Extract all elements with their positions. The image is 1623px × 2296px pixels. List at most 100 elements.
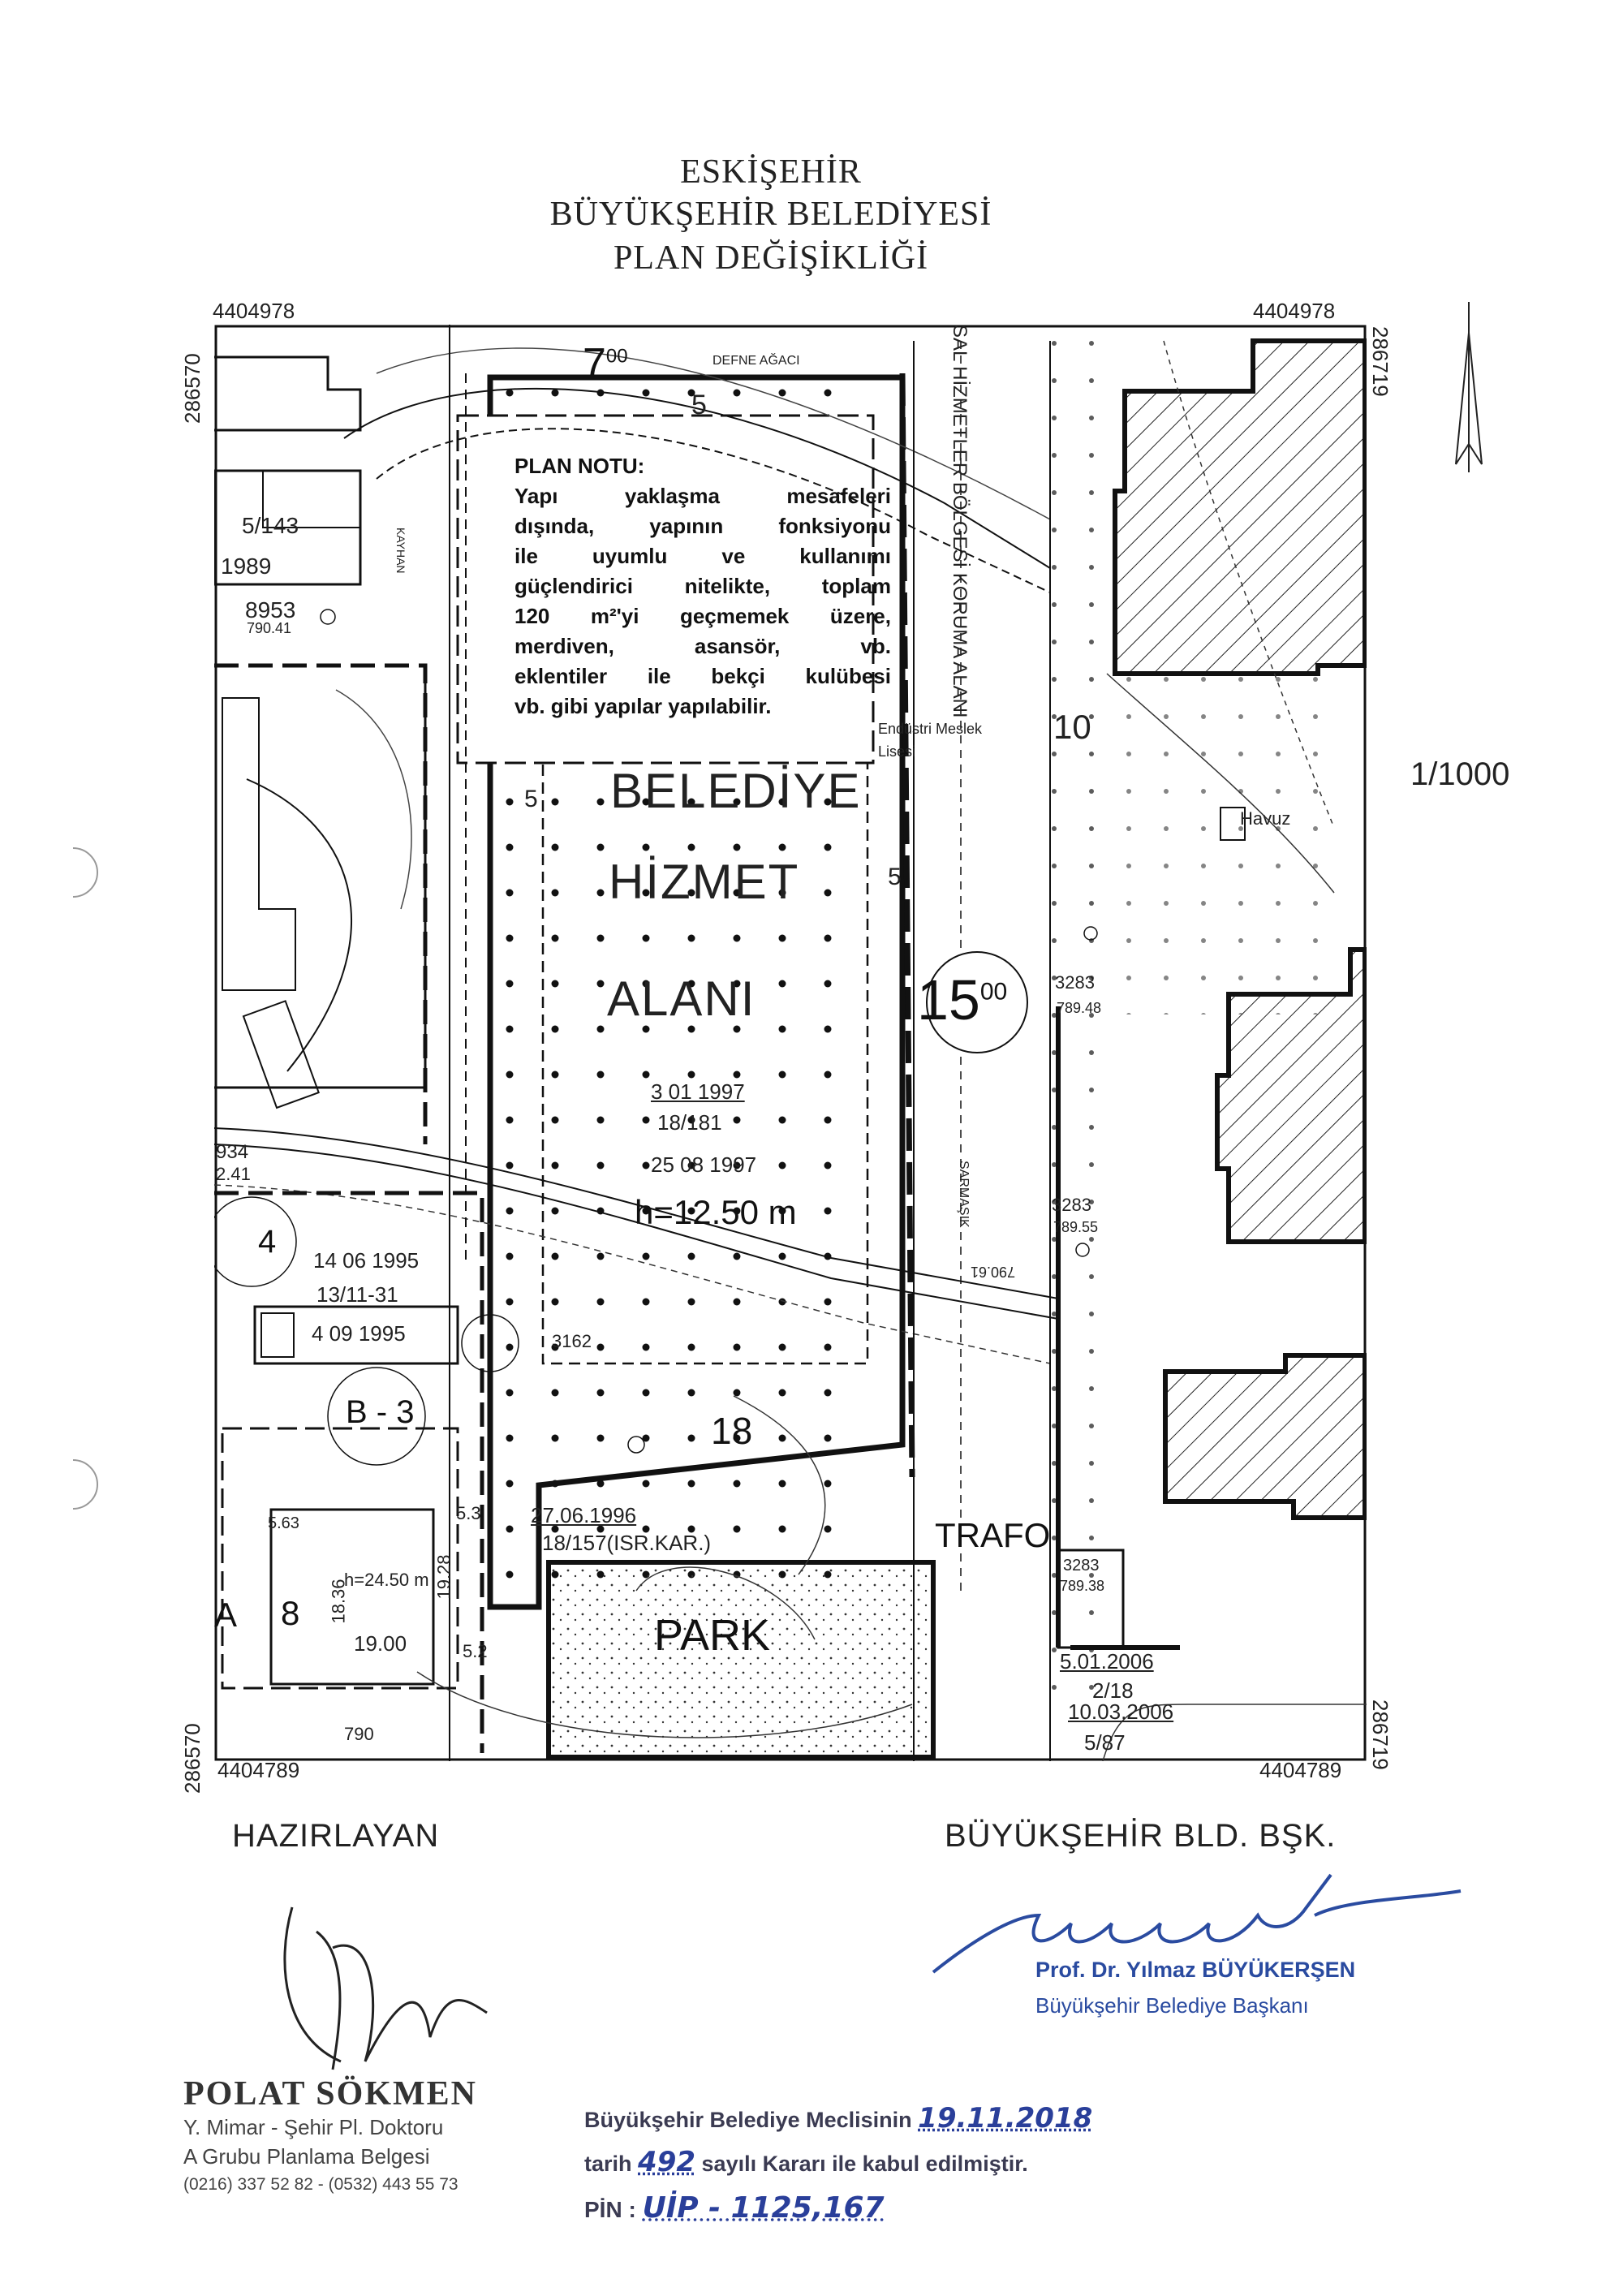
coord-bottom-left: 4404789	[217, 1758, 300, 1782]
road-width-main: 1500	[917, 968, 1008, 1032]
parcel-934: 934	[216, 1141, 249, 1163]
parcel-143: 5/143	[242, 513, 299, 538]
dim-53: 5.3	[456, 1503, 481, 1523]
plan-note-box	[456, 414, 875, 765]
dim-52: 5.2	[463, 1641, 488, 1661]
pin-row: PİN : UİP - 1125,167	[584, 2191, 885, 2225]
plan-note: PLAN NOTU: Yapı yaklaşma mesafeleri dışı…	[514, 451, 891, 722]
trafo-elevation: 789.38	[1060, 1578, 1105, 1594]
parcel-1989: 1989	[221, 554, 272, 579]
dim-1928: 19.28	[433, 1554, 454, 1600]
protection-corridor-label: SAL HİZMETLER BÖLGESİ KORUMA ALANI	[949, 325, 971, 718]
plan-note-line: Yapı yaklaşma mesafeleri	[514, 484, 891, 508]
sarmasik-label: SARMAŞIK	[957, 1161, 971, 1228]
height-label: h=12.50 m	[635, 1193, 797, 1231]
plan-note-title: PLAN NOTU:	[514, 454, 645, 478]
setback-right: 5	[888, 864, 902, 890]
trafo-label: TRAFO	[935, 1516, 1051, 1554]
punch-hole-2	[72, 1459, 98, 1510]
plot-4: 4	[258, 1224, 277, 1260]
left-building	[222, 697, 296, 991]
dim-1900: 19.00	[354, 1631, 407, 1656]
school-label: Endüstri Meslek Lisesi	[878, 721, 983, 760]
prepared-by-label: HAZIRLAYAN	[232, 1818, 440, 1854]
elevation-241: 2.41	[216, 1164, 251, 1184]
elevation-b: 789.55	[1053, 1219, 1099, 1235]
council-number: 492	[638, 2146, 696, 2178]
parcel-8953: 8953	[245, 597, 296, 622]
planner-stamp-name: POLAT SÖKMEN	[183, 2075, 477, 2113]
council-date: 19.11.2018	[918, 2102, 1093, 2134]
parcel-3162: 3162	[552, 1331, 592, 1351]
pin-value: UİP - 1125,167	[642, 2191, 885, 2225]
park-label: PARK	[654, 1611, 771, 1660]
coord-bottom-right: 4404789	[1259, 1758, 1342, 1782]
elevation-79061: 790.61	[971, 1264, 1016, 1280]
header-line-1: ESKİŞEHİR	[680, 153, 862, 191]
building-hatched-mid	[1215, 947, 1367, 1244]
approval-ref-6: 2/18	[1092, 1678, 1134, 1703]
planner-stamp-line2: A Grubu Planlama Belgesi	[183, 2144, 430, 2169]
defne-tree-label: DEFNE AĞACI	[712, 354, 800, 368]
plan-note-line: vb. gibi yapılar yapılabilir.	[514, 694, 772, 718]
setback-top: 5	[691, 390, 707, 420]
area-label-line3: ALANI	[607, 971, 756, 1026]
approval-ref-7: 5/87	[1084, 1730, 1126, 1755]
dim-563: 5.63	[268, 1514, 299, 1532]
approval-date-5: 27.06.1996	[531, 1503, 637, 1527]
plot-b3: B - 3	[346, 1394, 415, 1430]
planner-stamp-line1: Y. Mimar - Şehir Pl. Doktoru	[183, 2115, 444, 2139]
approval-date-6: 5.01.2006	[1060, 1649, 1154, 1674]
parcel-3283-b: 3283	[1052, 1195, 1091, 1215]
plan-note-line: eklentiler ile bekçi kulübesi	[514, 664, 891, 688]
approval-date-1: 3 01 1997	[651, 1079, 745, 1104]
plan-map	[214, 325, 1367, 1761]
pool-label: Havuz	[1240, 808, 1291, 829]
coord-right-top: 286719	[1368, 326, 1393, 397]
mayor-name: Prof. Dr. Yılmaz BÜYÜKERŞEN	[1035, 1958, 1356, 1982]
area-label-line1: BELEDİYE	[610, 764, 862, 818]
plan-note-line: ile uyumlu ve kullanımı	[514, 544, 891, 568]
plot-18: 18	[711, 1410, 753, 1452]
parcel-3283-a: 3283	[1055, 972, 1095, 993]
plot-a8-letter: A	[214, 1596, 238, 1634]
building-hatched-top	[1113, 338, 1367, 676]
punch-hole-1	[72, 847, 98, 898]
approval-date-2: 25 08 1997	[651, 1152, 757, 1177]
height-2450: h=24.50 m	[344, 1570, 429, 1590]
scale-label: 1/1000	[1410, 756, 1510, 792]
approval-date-3: 14 06 1995	[313, 1248, 420, 1273]
north-arrow-icon	[1455, 302, 1483, 472]
header-line-2: BÜYÜKŞEHİR BELEDİYESİ	[549, 196, 992, 233]
mayor-signature	[932, 1873, 1462, 1974]
coord-left-bottom: 286570	[180, 1723, 204, 1794]
coord-top-left: 4404978	[213, 299, 295, 323]
approval-ref-3: 13/11-31	[316, 1282, 398, 1307]
planner-stamp-line3: (0216) 337 52 82 - (0532) 443 55 73	[183, 2175, 458, 2194]
road-width-10: 10	[1053, 708, 1091, 746]
mayor-title: BÜYÜKŞEHİR BLD. BŞK.	[945, 1818, 1337, 1854]
dim-1836: 18.36	[328, 1579, 349, 1624]
kayhan-label: KAYHAN	[394, 528, 407, 574]
plan-note-line: dışında, yapının fonksiyonu	[514, 514, 891, 538]
planner-signature	[283, 1906, 488, 2070]
plan-note-line: 120 m²'yi geçmemek üzere,	[514, 604, 891, 628]
elevation-a: 789.48	[1057, 1000, 1102, 1016]
mayor-role: Büyükşehir Belediye Başkanı	[1035, 1993, 1309, 2018]
elevation-790: 790	[344, 1724, 374, 1744]
coord-top-right: 4404978	[1253, 299, 1336, 323]
area-label-line2: HİZMET	[609, 855, 800, 909]
approval-ref-1: 18/181	[657, 1110, 722, 1135]
elevation-79041: 790.41	[247, 620, 292, 636]
approval-ref-5: 18/157(ISR.KAR.)	[542, 1531, 712, 1555]
header-line-3: PLAN DEĞİŞİKLİĞİ	[613, 239, 929, 277]
building-hatched-low	[1163, 1353, 1367, 1520]
plan-note-line: merdiven, asansör, vb.	[514, 634, 891, 658]
trafo-parcel: 3283	[1063, 1557, 1100, 1574]
plan-note-line: güçlendirici nitelikte, toplam	[514, 574, 891, 598]
coord-right-bottom: 286719	[1368, 1699, 1393, 1770]
council-approval: Büyükşehir Belediye Meclisinin 19.11.201…	[584, 2102, 1093, 2134]
road-width-top: 700	[583, 340, 628, 387]
coord-left-top: 286570	[180, 353, 204, 424]
park-area	[546, 1560, 936, 1760]
